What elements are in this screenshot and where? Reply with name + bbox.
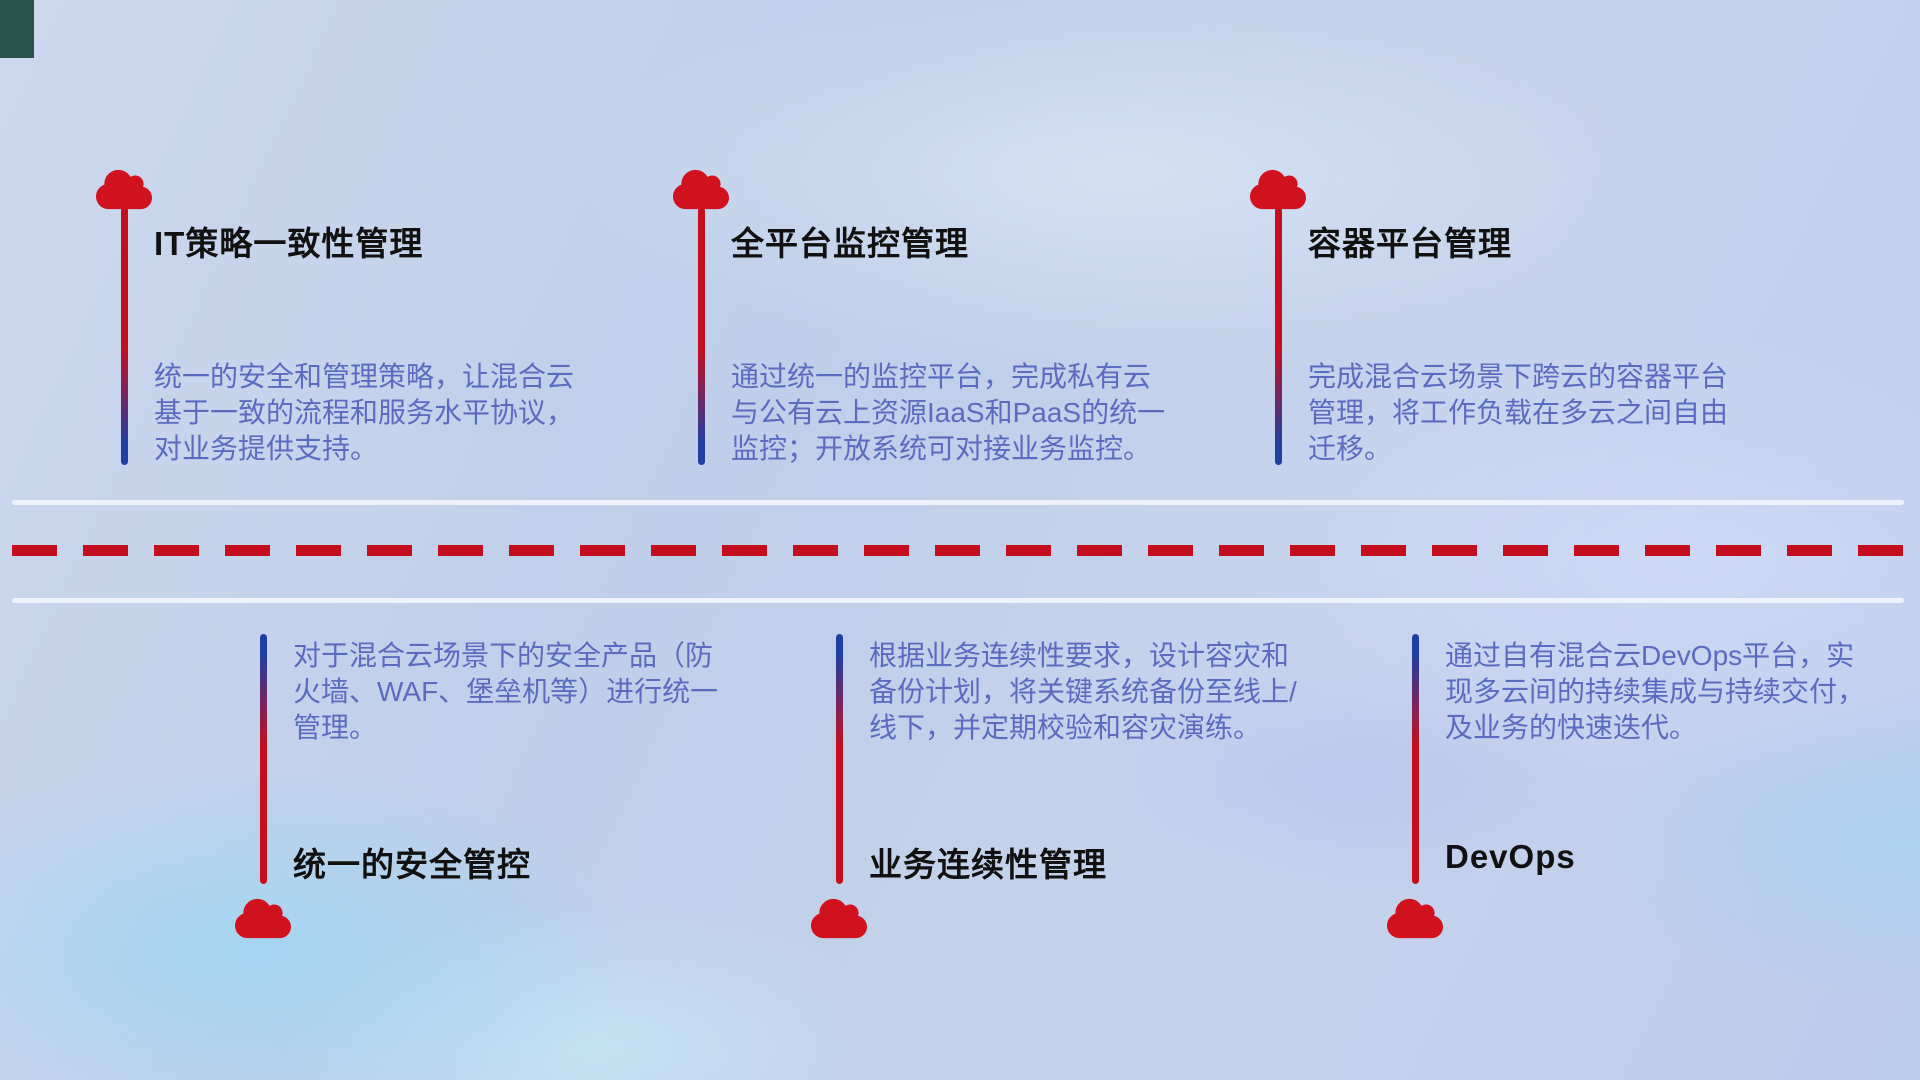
feature-description: 根据业务连续性要求，设计容灾和备份计划，将关键系统备份至线上/线下，并定期校验和… [869,640,1297,743]
timeline-connector [836,634,843,884]
feature-title: 容器平台管理 [1308,225,1512,262]
feature-card-security-control: 对于混合云场景下的安全产品（防火墙、WAF、堡垒机等）进行统一管理。 统一的安全… [235,634,776,954]
timeline-connector [1412,634,1419,884]
feature-title: 业务连续性管理 [869,846,1107,883]
cloud-icon [1250,167,1306,212]
divider-solid-lower [12,598,1904,603]
feature-card-it-policy: IT策略一致性管理 统一的安全和管理策略，让混合云基于一致的流程和服务水平协议，… [96,169,637,651]
corner-artifact [0,0,34,58]
feature-description: 完成混合云场景下跨云的容器平台管理，将工作负载在多云之间自由迁移。 [1308,361,1729,464]
feature-title: DevOps [1445,838,1576,875]
cloud-icon [96,167,152,212]
feature-description: 统一的安全和管理策略，让混合云基于一致的流程和服务水平协议，对业务提供支持。 [154,361,575,464]
feature-description: 通过自有混合云DevOps平台，实现多云间的持续集成与持续交付，及业务的快速迭代… [1445,640,1866,743]
divider-solid-upper [12,500,1904,505]
feature-title: 全平台监控管理 [731,225,969,262]
timeline-connector [698,207,705,465]
feature-description: 通过统一的监控平台，完成私有云与公有云上资源IaaS和PaaS的统一监控；开放系… [731,361,1166,464]
feature-card-devops: 通过自有混合云DevOps平台，实现多云间的持续集成与持续交付，及业务的快速迭代… [1387,634,1920,954]
cloud-icon [235,896,291,941]
cloud-icon [811,896,867,941]
feature-title: IT策略一致性管理 [154,225,424,262]
feature-title: 统一的安全管控 [293,846,531,883]
divider-dashed-line [12,545,1904,556]
cloud-icon [673,167,729,212]
feature-description: 对于混合云场景下的安全产品（防火墙、WAF、堡垒机等）进行统一管理。 [293,640,719,743]
feature-card-container-platform: 容器平台管理 完成混合云场景下跨云的容器平台管理，将工作负载在多云之间自由迁移。 [1250,169,1791,651]
feature-card-monitoring: 全平台监控管理 通过统一的监控平台，完成私有云与公有云上资源IaaS和PaaS的… [673,169,1214,651]
timeline-connector [260,634,267,884]
timeline-connector [121,207,128,465]
feature-card-business-continuity: 根据业务连续性要求，设计容灾和备份计划，将关键系统备份至线上/线下，并定期校验和… [811,634,1352,954]
timeline-connector [1275,207,1282,465]
cloud-icon [1387,896,1443,941]
